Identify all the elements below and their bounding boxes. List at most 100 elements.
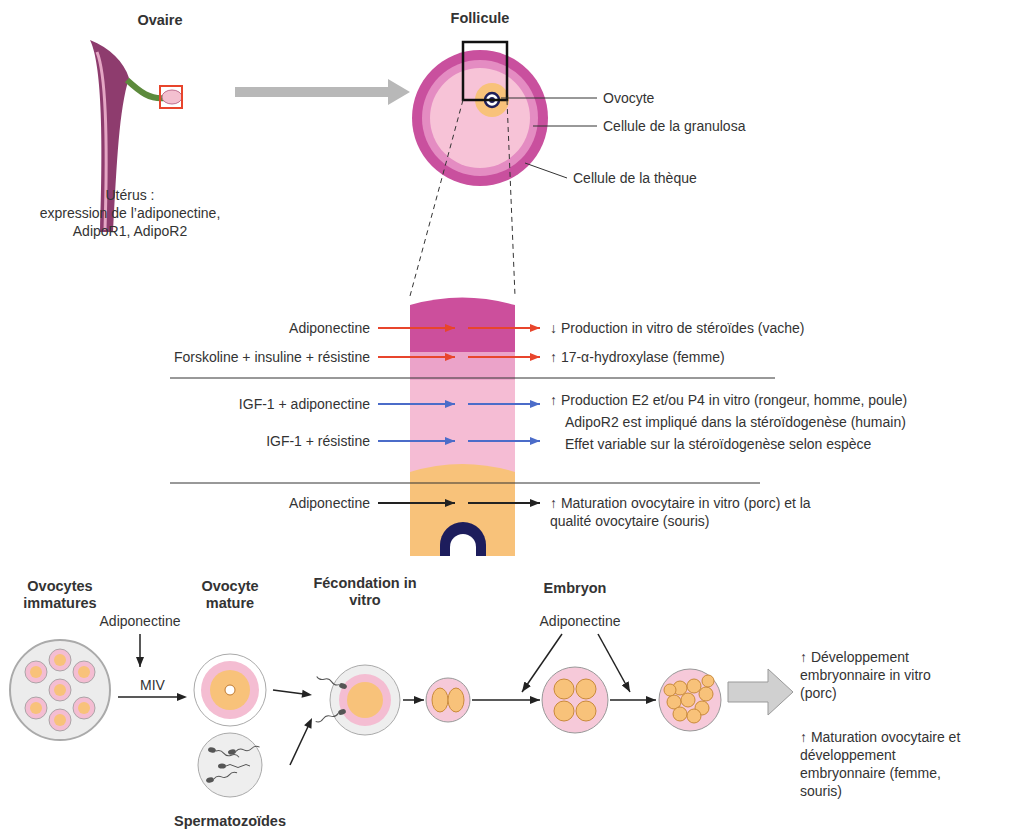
drawing-part (664, 675, 714, 723)
drawing-part (410, 100, 463, 296)
connector (290, 718, 312, 765)
drawing-part (347, 682, 383, 718)
drawing-part (468, 356, 540, 358)
drawing-part (210, 670, 250, 710)
drawing-part (472, 699, 540, 701)
drawing-part (378, 356, 455, 358)
figure-node: Fécondation in vitro (312, 575, 418, 740)
drawing-part (160, 86, 182, 108)
drawing-part (97, 52, 106, 230)
fertilization (315, 665, 400, 735)
node-heading: Ovaire (137, 12, 182, 29)
drawing-part (687, 709, 701, 723)
culture-dish (10, 640, 110, 740)
annotation: ↑ 17-α-hydroxylase (femme) (550, 348, 725, 366)
drawing-part (468, 502, 540, 504)
connector-line (118, 696, 179, 698)
annotation: Cellule de la thèque (573, 169, 697, 187)
drawing-part (554, 701, 574, 721)
arrowhead (302, 690, 312, 698)
mature-oocyte (194, 654, 266, 726)
drawing-part (525, 163, 567, 178)
drawing-part (225, 685, 235, 695)
drawing-part (468, 327, 540, 329)
figure-node: Embryon (535, 580, 615, 735)
drawing-part (463, 42, 507, 100)
drawing-part (422, 60, 538, 176)
morula (659, 669, 721, 731)
node-heading: Ovocyte mature (187, 578, 273, 612)
connector (273, 690, 312, 698)
annotation: ↑ Production E2 et/ou P4 in vitro (ronge… (550, 391, 907, 409)
drawing-part (201, 661, 259, 719)
drawing-part (659, 669, 721, 731)
divider (170, 483, 760, 484)
annotation: Cellule de la granulosa (603, 117, 745, 135)
drawing-part (10, 640, 110, 740)
drawing-part (664, 684, 676, 696)
drawing-part (205, 770, 237, 783)
drawing-part (378, 327, 455, 329)
four-cell-embryo (542, 667, 608, 733)
drawing-part (162, 90, 182, 104)
drawing-part (702, 675, 714, 687)
drawing-part (378, 502, 455, 504)
drawing-part (198, 733, 262, 797)
node-heading: Ovocytes immatures (2, 578, 118, 612)
figure-node: Ovaire (85, 12, 235, 122)
drawing-part (410, 464, 515, 560)
annotation: Effet variable sur la stéroïdogenèse sel… (565, 435, 871, 453)
drawing-part (432, 688, 448, 712)
connector-line (235, 87, 391, 97)
drawing-part (73, 697, 95, 719)
connector-line (290, 726, 308, 765)
drawing-part (542, 667, 608, 733)
drawing-part (315, 708, 347, 724)
drawing-part (610, 699, 656, 701)
uterus-illustration (90, 40, 182, 232)
drawing-part (448, 688, 464, 712)
arrowhead (388, 79, 410, 105)
drawing-part (554, 679, 574, 699)
annotation: Adiponectine (70, 494, 370, 512)
node-heading: Spermatozoïdes (174, 813, 286, 830)
drawing-part (450, 534, 476, 560)
follicle-wall-section (410, 290, 515, 560)
annotation: Utérus : (30, 186, 230, 204)
annotation: AdipoR2 est impliqué dans la stéroïdogen… (565, 413, 906, 431)
annotation: Adiponectine (535, 612, 625, 630)
annotation: Ovocyte (603, 89, 654, 107)
drawing-part (228, 745, 260, 756)
drawing-part (507, 100, 515, 296)
drawing-part (378, 440, 455, 442)
drawing-part (576, 701, 596, 721)
drawing-part (468, 440, 540, 442)
annotation: ↑ Développement embryonnaire in vitro (p… (800, 648, 950, 702)
connector (235, 79, 410, 105)
figure-node: Follicule (410, 10, 550, 206)
drawing-part (218, 763, 250, 768)
drawing-part (533, 126, 597, 127)
annotation: ↑ Maturation ovocytaire in vitro (porc) … (550, 494, 840, 530)
drawing-part (316, 674, 348, 690)
annotation: ↑ Maturation ovocytaire et développement… (800, 728, 970, 800)
drawing-part (687, 679, 701, 693)
drawing-part (73, 661, 95, 683)
drawing-part (194, 654, 266, 726)
connector-line (273, 690, 304, 694)
annotation: Adiponectine (70, 319, 370, 337)
node-heading: Fécondation in vitro (312, 575, 418, 609)
drawing-part (699, 687, 713, 701)
drawing-part (330, 665, 400, 735)
figure-node: Ovocytes immatures (2, 578, 118, 748)
drawing-part (412, 50, 548, 186)
drawing-part (468, 403, 540, 405)
drawing-part (49, 649, 71, 671)
drawing-part (25, 661, 47, 683)
annotation: Adiponectine (95, 612, 185, 630)
annotation: IGF-1 + résistine (70, 432, 370, 450)
drawing-part (25, 697, 47, 719)
divider (170, 378, 775, 379)
drawing-part (403, 699, 424, 701)
